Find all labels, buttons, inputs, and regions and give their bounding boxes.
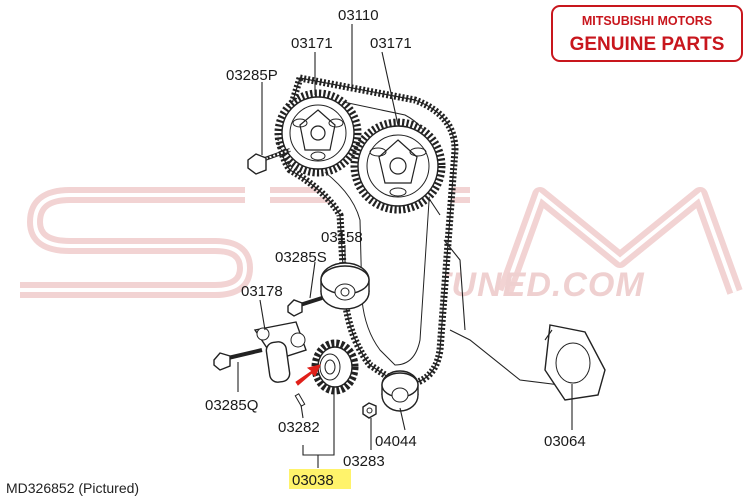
badge-brand-text: MITSUBISHI MOTORS	[582, 14, 712, 28]
crank-plate	[544, 324, 606, 401]
auto-tensioner	[253, 321, 307, 383]
label-03064: 03064	[544, 433, 586, 450]
label-03171-right: 03171	[370, 35, 412, 52]
crankshaft-sprocket	[311, 339, 359, 395]
label-03283: 03283	[343, 453, 385, 470]
leader-lines	[237, 24, 573, 468]
tensioner-pulley	[320, 262, 370, 310]
caption-text: MD326852 (Pictured)	[6, 480, 139, 496]
bolt-03285q	[213, 348, 263, 371]
label-04044: 04044	[375, 433, 417, 450]
badge-genuine-text: GENUINE PARTS	[570, 34, 725, 55]
bolt-03285s	[287, 296, 323, 317]
label-03285p: 03285P	[226, 67, 278, 84]
red-pointer-arrow	[295, 364, 321, 386]
genuine-parts-badge: MITSUBISHI MOTORS GENUINE PARTS	[551, 5, 743, 62]
idler-pulley	[381, 370, 419, 412]
timing-belt-cover	[429, 199, 561, 386]
part-labels: 03110 03171 03171 03285P 03158 03285S 03…	[205, 7, 586, 489]
woodruff-key	[294, 393, 306, 407]
label-03158: 03158	[321, 229, 363, 246]
label-03110: 03110	[338, 7, 379, 24]
label-03171-left: 03171	[291, 35, 333, 52]
nut-03283	[362, 402, 377, 419]
label-03285q: 03285Q	[205, 397, 258, 414]
label-03178: 03178	[241, 283, 283, 300]
camshaft-sprocket-left	[274, 89, 362, 177]
camshaft-sprocket-right	[350, 118, 446, 214]
bolt-03285p	[247, 148, 291, 175]
highlight-03038	[289, 469, 351, 489]
label-03282: 03282	[278, 419, 320, 436]
label-03285s: 03285S	[275, 249, 327, 266]
label-03038: 03038	[292, 472, 334, 489]
